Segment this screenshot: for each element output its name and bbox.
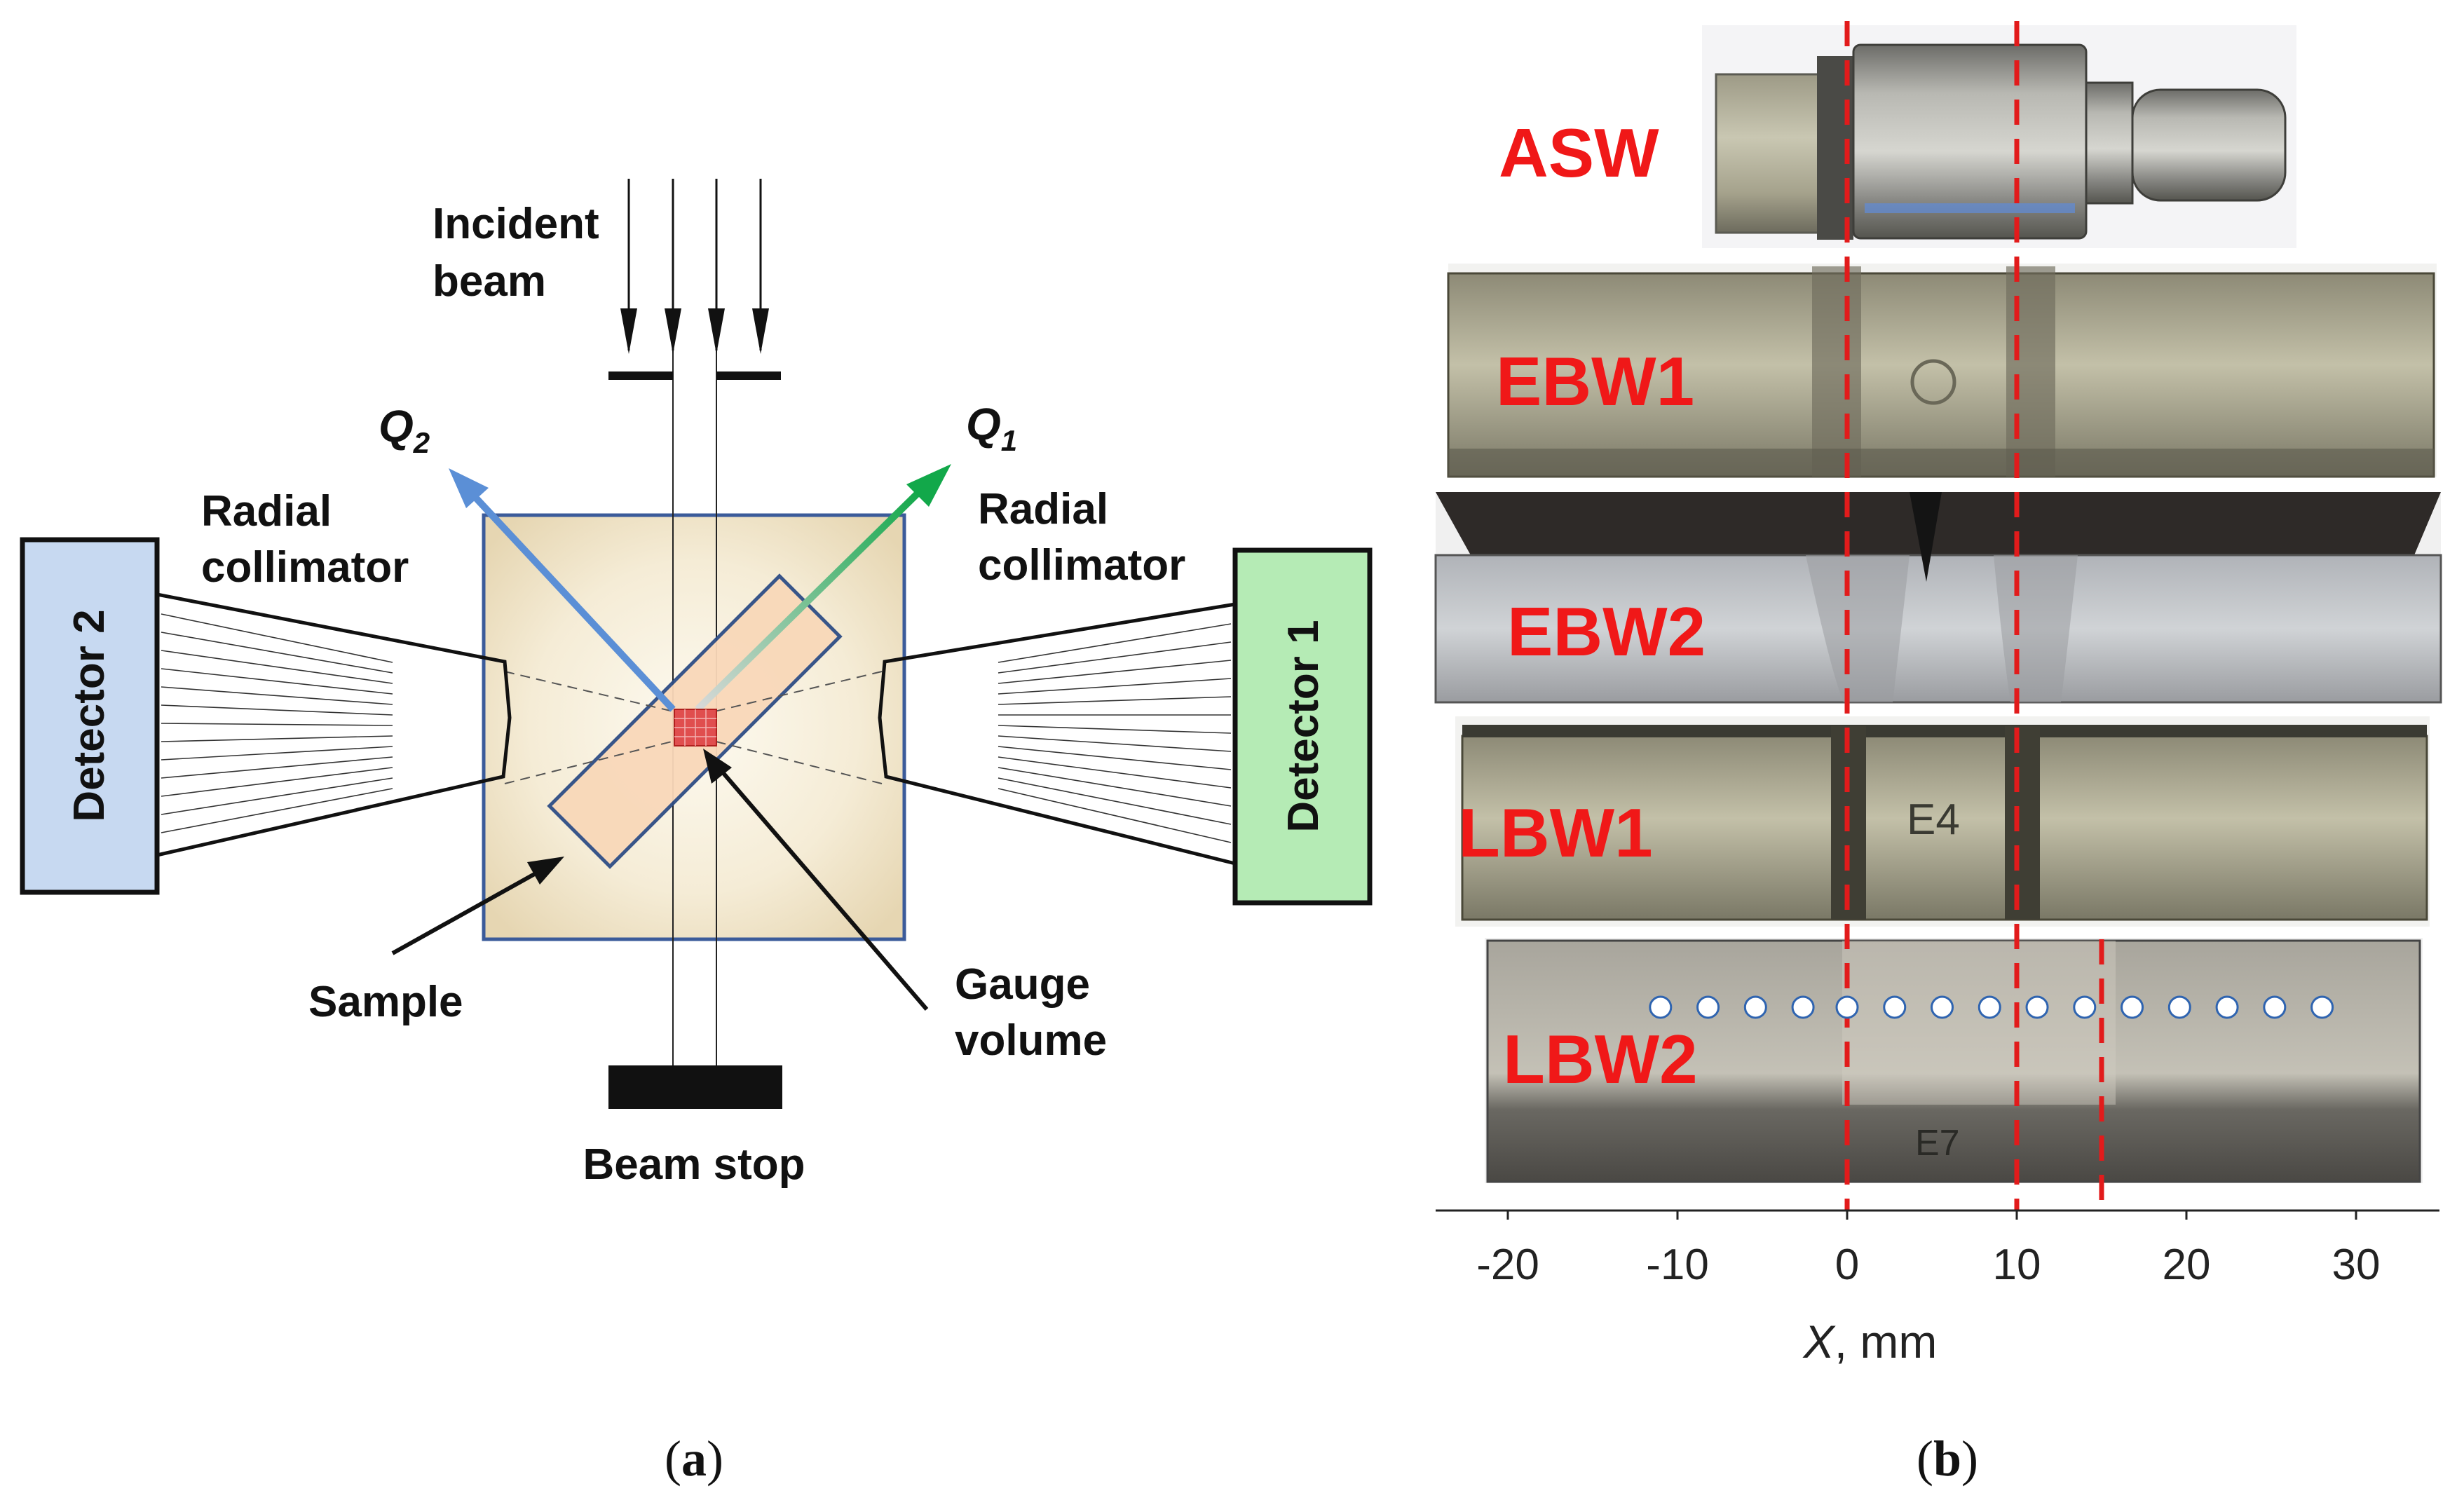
measurement-point — [2310, 995, 2334, 1019]
measurement-point — [1696, 995, 1720, 1019]
q2-arrow — [449, 468, 676, 712]
left-collimator-axis-bottom — [504, 735, 695, 784]
lbw1-engraving: E4 — [1907, 796, 1960, 844]
measurement-point — [2167, 995, 2191, 1019]
measurement-point — [1743, 995, 1767, 1019]
left-collimator-axis-top — [504, 671, 695, 717]
left-radial-collimator — [156, 592, 512, 857]
measurement-point — [1835, 995, 1859, 1019]
gauge-volume-hatch — [674, 709, 716, 746]
detector-2-label: Detector 2 — [65, 609, 114, 821]
left-collimator-label: Radial — [201, 487, 332, 536]
specimen-ebw1 — [1447, 264, 2437, 478]
right-collimator-label: Radial — [978, 485, 1108, 533]
incident-beam-label: Incident — [433, 200, 599, 248]
q1-label: Q1 — [966, 399, 1017, 457]
measurement-point — [1883, 995, 1907, 1019]
specimen-asw — [1702, 25, 2296, 248]
measurement-point — [1791, 995, 1815, 1019]
x-tick-label: -10 — [1646, 1241, 1709, 1289]
x-tick-label: 20 — [2163, 1241, 2211, 1289]
measurement-point — [2215, 995, 2239, 1019]
x-tick-label: 10 — [1993, 1241, 2041, 1289]
right-radial-collimator — [878, 602, 1236, 866]
gauge-label-2: volume — [955, 1016, 1107, 1065]
entrance-slit-left — [608, 371, 673, 380]
x-axis-label: X, mm — [1802, 1316, 1938, 1368]
gauge-pointer — [703, 749, 929, 1011]
specimen-ebw2 — [1434, 492, 2442, 704]
right-collimator-label-2: collimator — [978, 541, 1185, 589]
panel-a-caption: (a) — [665, 1431, 723, 1487]
incident-beam-arrows — [620, 179, 769, 354]
specimen-label-lbw1: LBW1 — [1458, 794, 1653, 871]
measurement-point — [2121, 995, 2144, 1019]
specimen-lbw2: E7 — [1485, 938, 2423, 1183]
specimen-label-ebw2: EBW2 — [1507, 593, 1706, 670]
q2-label: Q2 — [379, 401, 430, 459]
panel-a: Incident beam — [20, 179, 1373, 1487]
x-tick-label: -20 — [1476, 1241, 1539, 1289]
specimen-label-ebw1: EBW1 — [1496, 343, 1694, 420]
measurement-point — [1931, 995, 1954, 1019]
detector-2 — [20, 537, 160, 895]
left-collimator-label-2: collimator — [201, 543, 409, 592]
incident-beam-label-2: beam — [433, 257, 546, 306]
beam-stop-label: Beam stop — [583, 1140, 805, 1189]
right-collimator-axis-bottom — [693, 735, 883, 784]
panel-b: ASW EBW1 EBW2 E4 — [1434, 21, 2442, 1487]
specimen-label-lbw2: LBW2 — [1503, 1021, 1698, 1098]
x-tick-label: 0 — [1835, 1241, 1859, 1289]
sample-label: Sample — [308, 978, 463, 1026]
q1-arrow — [695, 464, 951, 712]
x-tick-label: 30 — [2332, 1241, 2381, 1289]
measurement-point — [2263, 995, 2287, 1019]
measurement-point — [2025, 995, 2049, 1019]
beam-stop — [608, 1065, 782, 1109]
x-axis-ticks: -20 -10 0 10 20 30 — [1476, 1211, 2380, 1289]
measurement-point — [2073, 995, 2097, 1019]
entrance-slit-right — [716, 371, 781, 380]
sample-pointer — [391, 857, 564, 955]
measurement-point — [1649, 995, 1673, 1019]
detector-1-label: Detector 1 — [1279, 620, 1328, 832]
specimen-label-asw: ASW — [1499, 114, 1659, 191]
lbw2-engraving: E7 — [1915, 1123, 1960, 1164]
panel-b-caption: (b) — [1917, 1431, 1978, 1487]
measurement-point — [1978, 995, 2001, 1019]
gauge-label: Gauge — [955, 960, 1090, 1009]
measurement-points — [1649, 995, 2334, 1019]
specimen-lbw1: E4 — [1455, 716, 2430, 927]
detector-1 — [1232, 547, 1373, 906]
